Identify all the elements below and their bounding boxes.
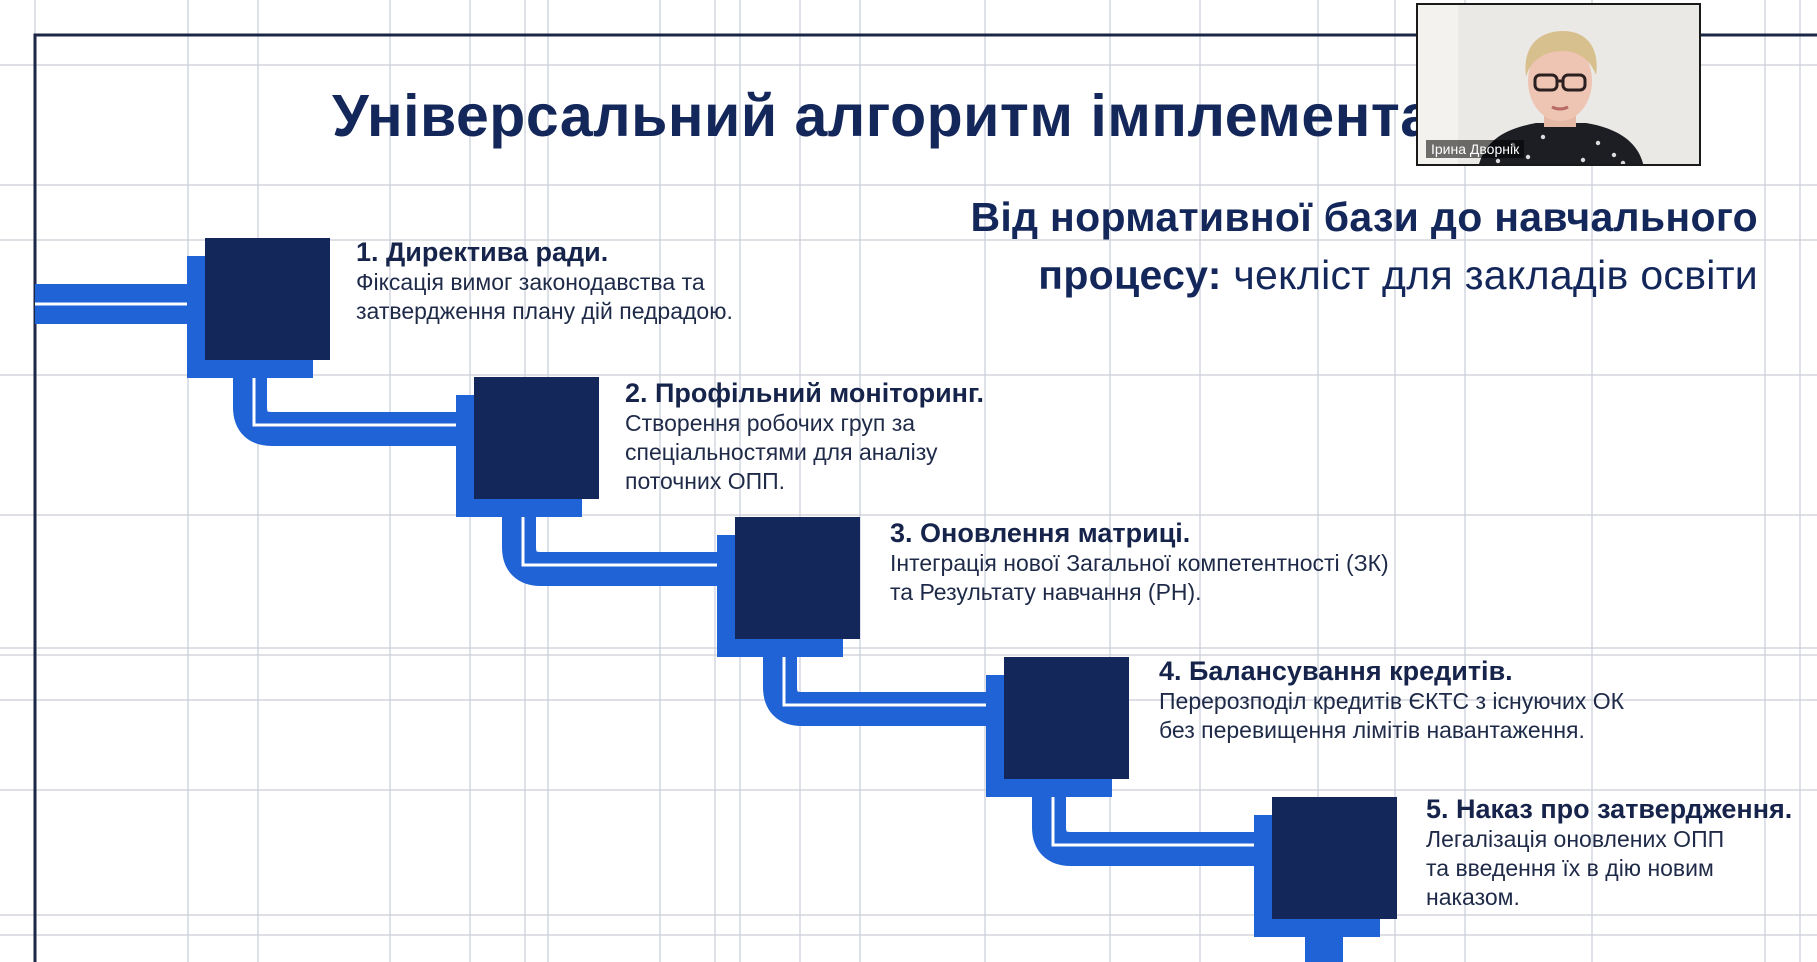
step-1-heading: 1. Директива ради.: [356, 237, 609, 267]
step-4: 4. Балансування кредитів. Перерозподіл к…: [1159, 655, 1624, 745]
connector-stripe-3: [782, 637, 999, 707]
step-4-heading: 4. Балансування кредитів.: [1159, 656, 1513, 686]
step-block-3: [735, 517, 860, 639]
step-5-heading: 5. Наказ про затвердження.: [1426, 794, 1793, 824]
subtitle-line-2-bold: процесу:: [1038, 252, 1222, 298]
step-4-description: Перерозподіл кредитів ЄКТС з існуючих ОК…: [1159, 688, 1624, 743]
step-3-description: Інтеграція нової Загальної компетентност…: [890, 550, 1389, 605]
connector-stripe-1: [252, 358, 469, 427]
participant-video-tile[interactable]: Ірина Дворнік: [1416, 3, 1701, 166]
subtitle-line-2-regular: чекліст для закладів освіти: [1221, 252, 1758, 298]
participant-name-label: Ірина Дворнік: [1426, 140, 1525, 158]
step-block-5: [1272, 797, 1397, 919]
slide-subtitle: Від нормативної бази до навчального проц…: [970, 188, 1758, 304]
step-5-description: Легалізація оновлених ОПП та введення їх…: [1426, 826, 1725, 910]
step-block-2: [474, 377, 599, 499]
step-2: 2. Профільний моніторинг. Створення робо…: [625, 377, 984, 496]
step-2-description: Створення робочих груп за спеціальностям…: [625, 410, 938, 494]
connector-stripe-4: [1051, 777, 1267, 847]
step-5: 5. Наказ про затвердження. Легалізація о…: [1426, 793, 1792, 912]
step-3: 3. Оновлення матриці. Інтеграція нової З…: [890, 517, 1389, 607]
connector-stripe-2: [521, 497, 730, 567]
subtitle-line-1: Від нормативної бази до навчального: [970, 194, 1758, 240]
step-1-description: Фіксація вимог законодавства та затвердж…: [356, 269, 733, 324]
step-3-heading: 3. Оновлення матриці.: [890, 518, 1191, 548]
step-2-heading: 2. Профільний моніторинг.: [625, 378, 985, 408]
step-block-1: [205, 238, 330, 360]
slide-border: [33, 33, 1817, 962]
step-blocks: [187, 238, 1397, 937]
step-1: 1. Директива ради. Фіксація вимог законо…: [356, 236, 733, 326]
slide-title: Універсальний алгоритм імплементації: [332, 83, 1505, 149]
step-block-4: [1004, 657, 1129, 779]
